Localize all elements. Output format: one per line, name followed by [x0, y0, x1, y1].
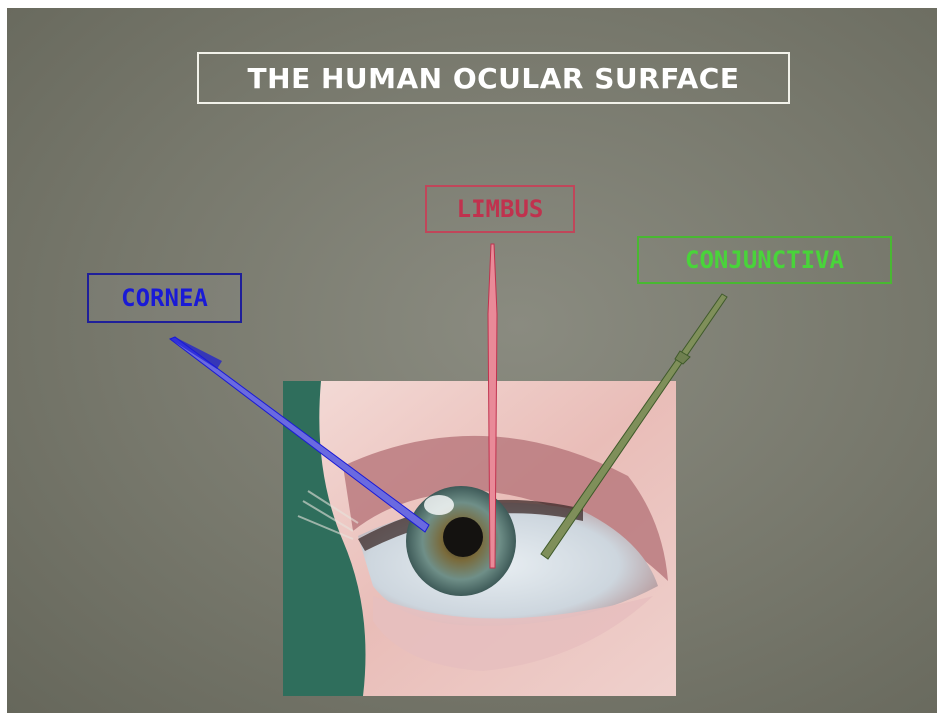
cornea-pointer — [170, 337, 429, 532]
slide: THE HUMAN OCULAR SURFACE LIMBUS CORNEA C… — [7, 8, 937, 713]
limbus-pointer — [488, 244, 497, 568]
pointer-lines — [7, 8, 937, 713]
conjunctiva-pointer — [541, 294, 727, 559]
